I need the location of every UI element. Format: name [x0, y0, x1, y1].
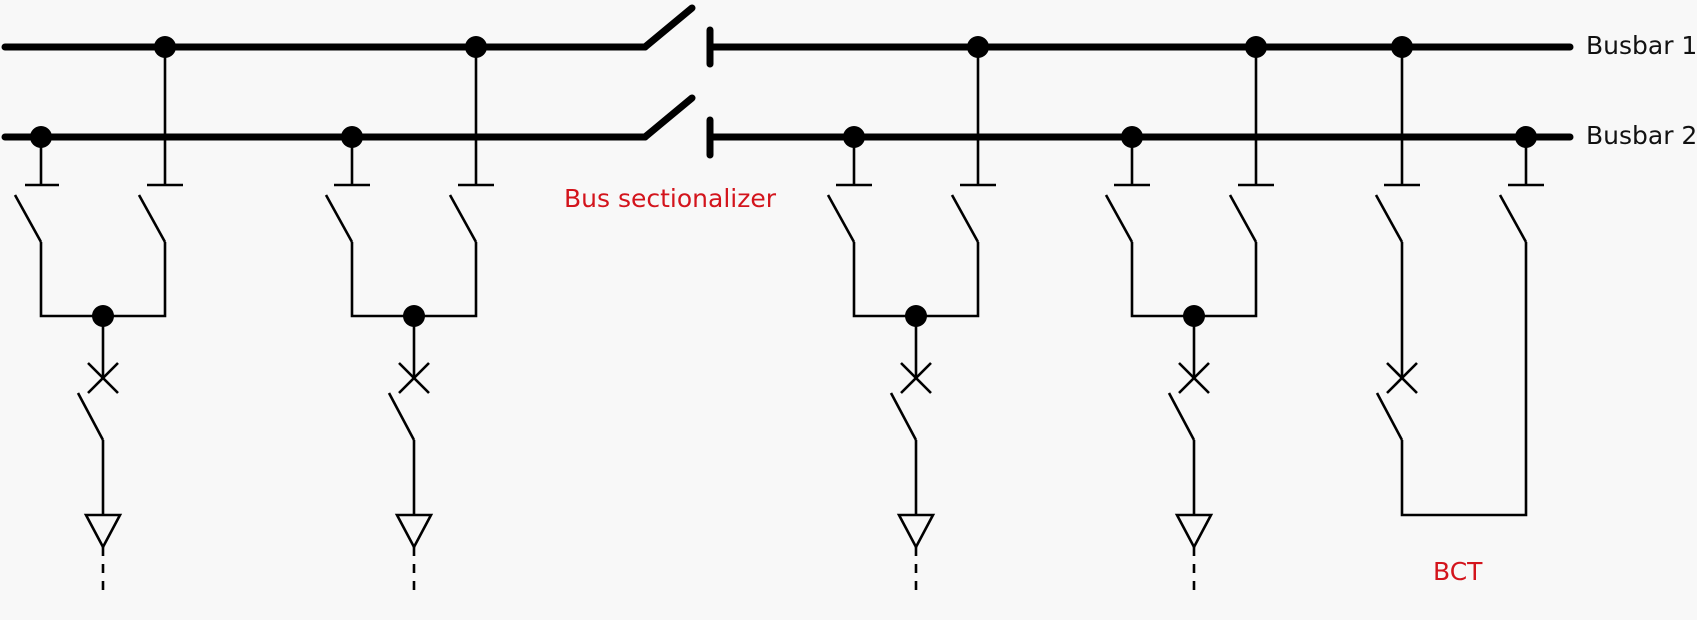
feeder-bay-1	[13, 36, 183, 597]
bus-coupler-bay	[1374, 36, 1544, 517]
bct-label: BCT	[1433, 557, 1483, 586]
feeder-bay-4	[1104, 36, 1274, 597]
feeder-bay-3	[826, 36, 996, 597]
busbar-2-label: Busbar 2	[1586, 121, 1697, 150]
busbar-1-label: Busbar 1	[1586, 31, 1697, 60]
feeder-bay-2	[324, 36, 494, 597]
bus-sectionalizer-switch-2	[641, 94, 714, 159]
bus-sectionalizer-label: Bus sectionalizer	[564, 184, 777, 213]
bus-sectionalizer-switch-1	[641, 4, 714, 68]
